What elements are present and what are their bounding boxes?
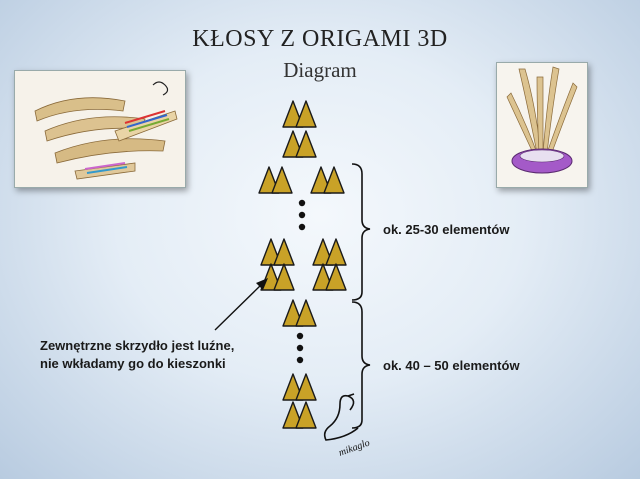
- triangle-element: [323, 166, 345, 194]
- triangle-element: [295, 299, 317, 327]
- triangle-pair: [312, 263, 347, 291]
- dot: [298, 199, 306, 207]
- triangle-element: [271, 166, 293, 194]
- note-label: Zewnętrzne skrzydło jest luźne, nie wkła…: [40, 337, 234, 373]
- triangle-element: [295, 100, 317, 128]
- dot: [296, 344, 304, 352]
- dot: [298, 223, 306, 231]
- triangle-pair: [312, 238, 347, 266]
- triangle-elements: [258, 100, 347, 429]
- triangle-element: [273, 238, 295, 266]
- origami-vase-photo: [496, 62, 588, 188]
- triangle-pair: [310, 166, 345, 194]
- bracket-upper: [351, 163, 371, 301]
- triangle-element: [325, 263, 347, 291]
- ellipsis-dots-lower: [296, 332, 304, 364]
- dot: [296, 356, 304, 364]
- note-line-2: nie wkładamy go do kieszonki: [40, 356, 226, 371]
- arrow-head-icon: [256, 278, 268, 290]
- triangle-pair: [282, 373, 317, 401]
- triangle-pair: [258, 166, 293, 194]
- triangle-element: [295, 401, 317, 429]
- triangle-pair: [282, 401, 317, 429]
- triangle-pair: [260, 263, 295, 291]
- triangle-element: [325, 238, 347, 266]
- triangle-pair: [282, 100, 317, 128]
- page-subtitle: Diagram: [283, 58, 357, 82]
- triangle-pair: [282, 130, 317, 158]
- triangle-pair: [260, 238, 295, 266]
- note-line-1: Zewnętrzne skrzydło jest luźne,: [40, 338, 235, 353]
- dot: [296, 332, 304, 340]
- triangle-element: [273, 263, 295, 291]
- lower-count-label: ok. 40 – 50 elementów: [383, 358, 520, 373]
- origami-ears-photo: [14, 70, 186, 188]
- swan-signature-icon: [323, 393, 359, 441]
- triangle-element: [295, 130, 317, 158]
- page-title: KŁOSY Z ORIGAMI 3D: [192, 26, 448, 52]
- signature-text: mikaglo: [337, 437, 371, 458]
- triangle-pair: [282, 299, 317, 327]
- arrow-line: [214, 283, 263, 331]
- dot: [298, 211, 306, 219]
- ellipsis-dots-upper: [298, 199, 306, 231]
- triangle-element: [295, 373, 317, 401]
- upper-count-label: ok. 25-30 elementów: [383, 222, 510, 237]
- bracket-lower: [351, 301, 371, 429]
